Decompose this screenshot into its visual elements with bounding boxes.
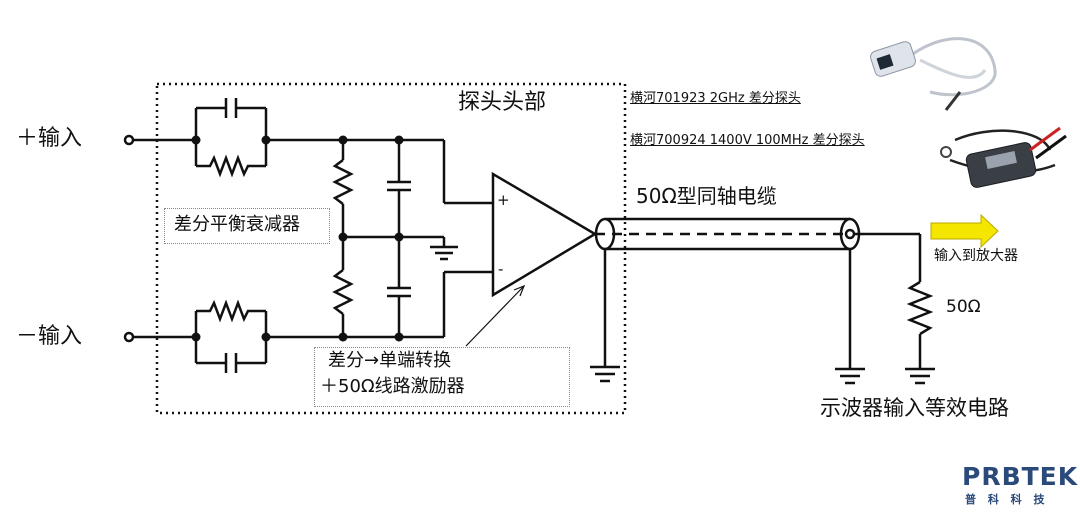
minus-input-label: －输入 [16,324,83,349]
opamp-plus-sign: + [497,191,510,209]
to-amplifier-arrow [930,213,999,249]
probe-photo-701923 [870,37,997,111]
converter-box [314,347,570,407]
plus-input-terminal [123,134,135,146]
resistor-label: 50Ω [946,297,981,317]
attenuator-box [164,208,330,244]
annotation-arrow [465,285,525,347]
brand-subtitle: 普 科 科 技 [965,493,1049,506]
probe-head-label: 探头头部 [458,90,547,115]
plus-input-label: ＋输入 [16,126,83,151]
converter-label-line2: ＋50Ω线路激励器 [320,376,465,397]
scope-equivalent-label: 示波器输入等效电路 [820,396,1009,420]
resistor-bottom-a [196,299,266,323]
minus-input-terminal [123,331,135,343]
opamp-triangle [491,171,598,298]
probe-head-boundary [155,82,627,415]
probe-photo-700924 [940,126,1067,188]
attenuator-label: 差分平衡衰减器 [174,214,300,235]
converter-label-line1: 差分→单端转换 [328,350,452,371]
termination-resistor [906,280,934,336]
to-amplifier-label: 输入到放大器 [934,248,1018,264]
resistor-divider-bottom [332,269,354,315]
opamp-minus-sign: - [498,260,504,278]
cable-label: 50Ω型同轴电缆 [636,184,777,208]
product-label-700924: 横河700924 1400V 100MHz 差分探头 [630,133,865,148]
resistor-top-a [196,154,266,178]
resistor-divider-top [332,159,354,205]
brand-logo: PRBTEK [962,462,1079,491]
product-label-701923: 横河701923 2GHz 差分探头 [630,91,801,106]
